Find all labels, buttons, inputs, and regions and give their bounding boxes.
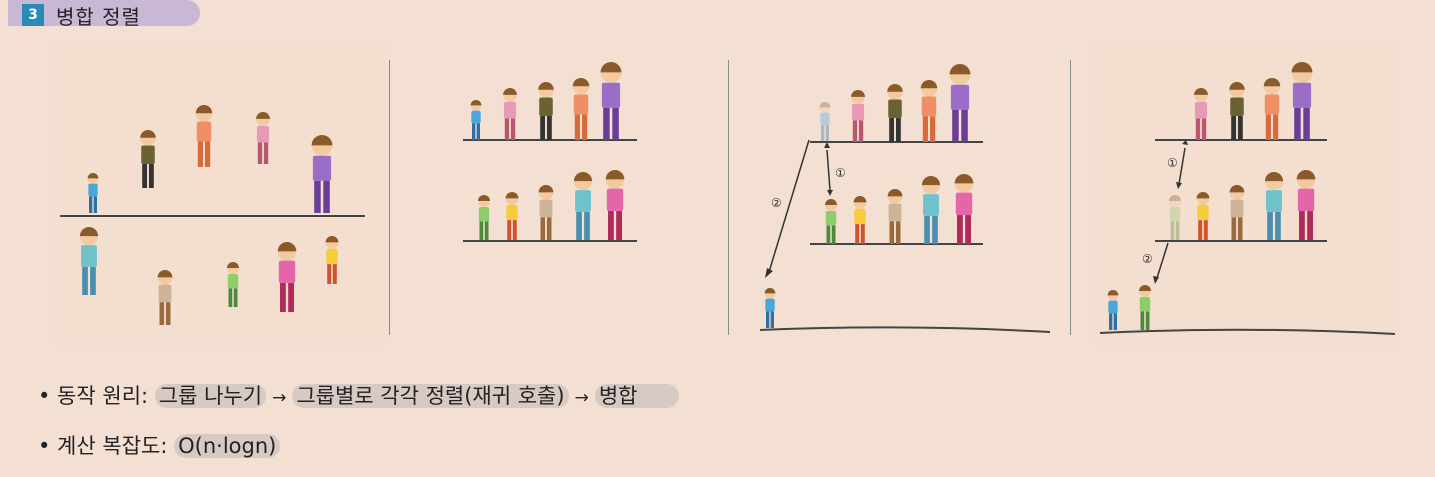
person-figure bbox=[1196, 191, 1210, 240]
section-title: 병합 정렬 bbox=[56, 5, 141, 29]
person-figure bbox=[1139, 285, 1151, 330]
person-figure bbox=[853, 195, 867, 244]
marker-two: ② bbox=[1142, 252, 1153, 266]
person-figure bbox=[538, 185, 554, 240]
section-number-badge: 3 bbox=[22, 4, 44, 26]
person-figure bbox=[1291, 61, 1313, 140]
person-figure bbox=[819, 102, 831, 142]
person-figure bbox=[1194, 87, 1208, 140]
person-figure bbox=[921, 176, 941, 244]
person-figure bbox=[478, 195, 490, 240]
person-figure bbox=[949, 63, 971, 142]
person-figure bbox=[573, 172, 593, 240]
marker-two: ② bbox=[771, 196, 782, 210]
panel-divider bbox=[389, 60, 390, 335]
person-figure bbox=[764, 288, 776, 328]
panel-divider bbox=[728, 60, 729, 335]
panel-split-groups bbox=[55, 40, 385, 345]
person-figure bbox=[1263, 77, 1281, 140]
person-figure bbox=[470, 99, 482, 140]
person-figure bbox=[851, 89, 865, 142]
person-figure bbox=[1296, 169, 1316, 240]
person-figure bbox=[1107, 289, 1119, 330]
person-figure bbox=[277, 241, 297, 312]
person-figure bbox=[1229, 82, 1245, 140]
person-figure bbox=[157, 270, 173, 325]
person-figure bbox=[887, 83, 903, 142]
principle-step-sort: 그룹별로 각각 정렬(재귀 호출) bbox=[292, 384, 569, 408]
complexity-label: • 계산 복잡도: bbox=[38, 434, 168, 458]
people-figures-layer bbox=[79, 61, 1316, 330]
principle-label: • 동작 원리: bbox=[38, 384, 149, 408]
person-figure bbox=[1264, 172, 1284, 240]
person-figure bbox=[538, 81, 554, 140]
panel-divider bbox=[1070, 60, 1071, 335]
person-figure bbox=[79, 227, 99, 295]
person-figure bbox=[920, 80, 938, 142]
person-figure bbox=[954, 174, 974, 244]
principle-line: • 동작 원리: 그룹 나누기→그룹별로 각각 정렬(재귀 호출)→병합 bbox=[38, 380, 680, 410]
principle-step-split: 그룹 나누기 bbox=[154, 384, 267, 408]
complexity-line: • 계산 복잡도: O(n·logn) bbox=[38, 430, 281, 460]
person-figure bbox=[87, 172, 99, 213]
person-figure bbox=[572, 78, 590, 140]
person-figure bbox=[325, 236, 339, 284]
person-figure bbox=[505, 191, 519, 240]
principle-arrow: → bbox=[272, 388, 287, 408]
person-figure bbox=[825, 199, 837, 244]
person-figure bbox=[887, 189, 903, 244]
principle-step-merge: 병합 bbox=[594, 384, 680, 408]
person-figure bbox=[1229, 184, 1245, 240]
person-figure bbox=[256, 112, 270, 164]
person-figure bbox=[503, 88, 517, 140]
marker-one: ① bbox=[1167, 156, 1178, 170]
person-figure bbox=[227, 262, 239, 307]
person-figure bbox=[605, 170, 625, 240]
complexity-value: O(n·logn) bbox=[174, 434, 281, 458]
person-figure bbox=[140, 130, 156, 188]
principle-arrow: → bbox=[574, 388, 589, 408]
person-figure bbox=[195, 105, 213, 167]
marker-one: ① bbox=[835, 166, 846, 180]
person-figure bbox=[1169, 195, 1181, 240]
person-figure bbox=[600, 61, 622, 140]
person-figure bbox=[311, 135, 333, 213]
